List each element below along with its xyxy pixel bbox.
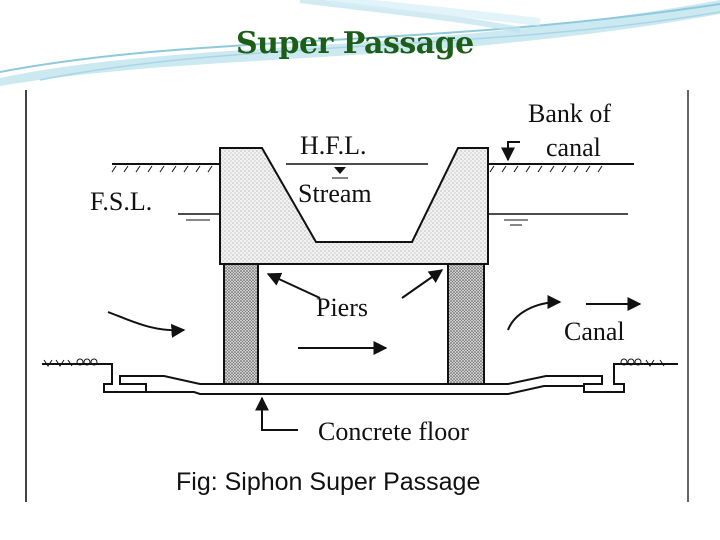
label-concrete-floor: Concrete floor <box>318 417 469 446</box>
ground-hatching-right <box>489 165 603 173</box>
bank-pointer <box>501 141 520 162</box>
ground-hatching-left <box>111 165 213 173</box>
stream-trough <box>219 147 489 265</box>
slide-title: Super Passage <box>236 26 474 61</box>
label-piers: Piers <box>316 293 368 322</box>
floor-pointer <box>255 396 298 431</box>
hfl-marker-icon <box>334 167 346 174</box>
flow-arrow-outlet <box>507 295 562 331</box>
pier-right <box>447 263 485 385</box>
pier-pointer-right <box>401 269 444 299</box>
flow-arrow-inlet <box>107 311 186 338</box>
label-canal: Canal <box>564 317 625 346</box>
concrete-floor-underside <box>146 385 584 395</box>
stones-left-decoration <box>43 358 98 367</box>
figure-caption: Fig: Siphon Super Passage <box>176 468 480 496</box>
label-fsl: F.S.L. <box>90 187 152 216</box>
siphon-super-passage-diagram: H.F.L. Stream F.S.L. Bank of canal Piers… <box>25 90 689 502</box>
pier-left <box>223 263 259 385</box>
header-swoosh-decoration <box>0 0 720 86</box>
stones-right-decoration <box>620 358 665 367</box>
label-hfl: H.F.L. <box>300 131 367 160</box>
label-bank-line2: canal <box>546 133 601 162</box>
label-bank-line1: Bank of <box>528 99 611 128</box>
pier-pointer-left <box>266 272 321 299</box>
label-stream: Stream <box>298 179 372 208</box>
concrete-floor <box>42 363 678 393</box>
